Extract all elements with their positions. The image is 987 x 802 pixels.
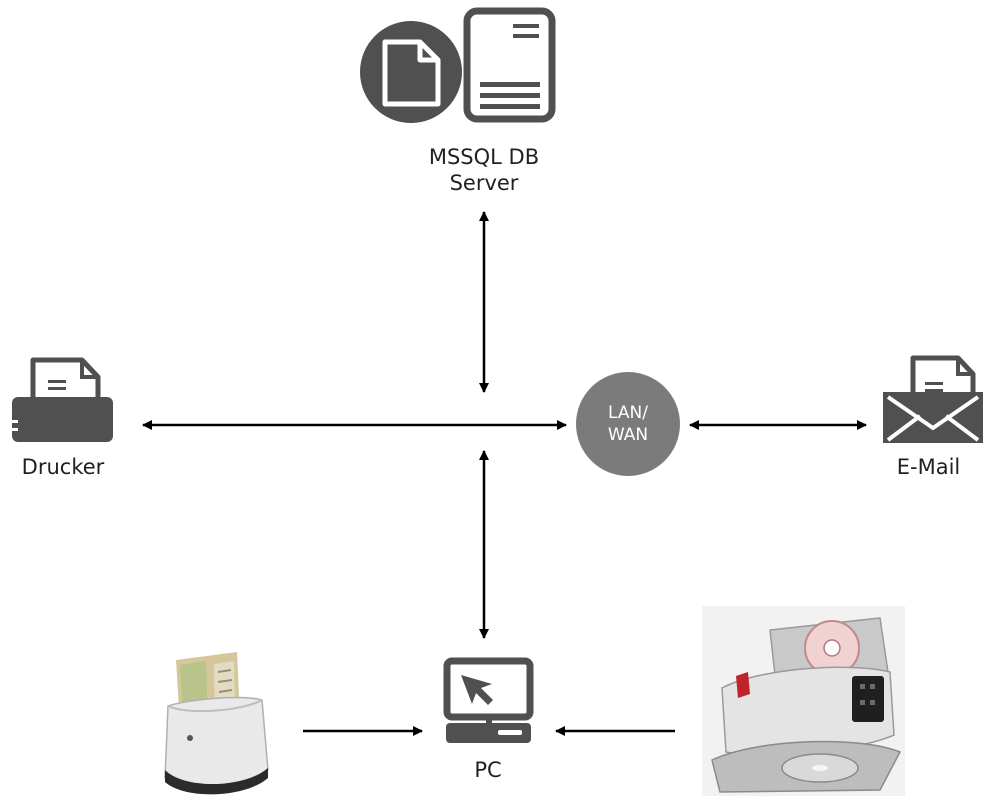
server-label-line2: Server <box>449 171 519 195</box>
server-label-line1: MSSQL DB <box>428 145 540 169</box>
email-label: E-Mail <box>896 455 961 479</box>
hub-label: LAN/ WAN <box>576 402 680 446</box>
card-reader-device-image <box>164 652 269 795</box>
printer-icon <box>12 357 113 442</box>
computer-monitor-icon <box>443 657 534 743</box>
document-scanner-device-image <box>702 606 905 796</box>
database-server-icon <box>360 7 556 123</box>
lan-wan-hub <box>576 372 680 476</box>
envelope-icon <box>883 355 983 443</box>
hub-label-line2: WAN <box>607 425 649 445</box>
server-label: MSSQL DB Server <box>384 144 584 196</box>
printer-label: Drucker <box>21 455 105 479</box>
hub-label-line1: LAN/ <box>608 403 648 423</box>
pc-label: PC <box>474 758 502 782</box>
